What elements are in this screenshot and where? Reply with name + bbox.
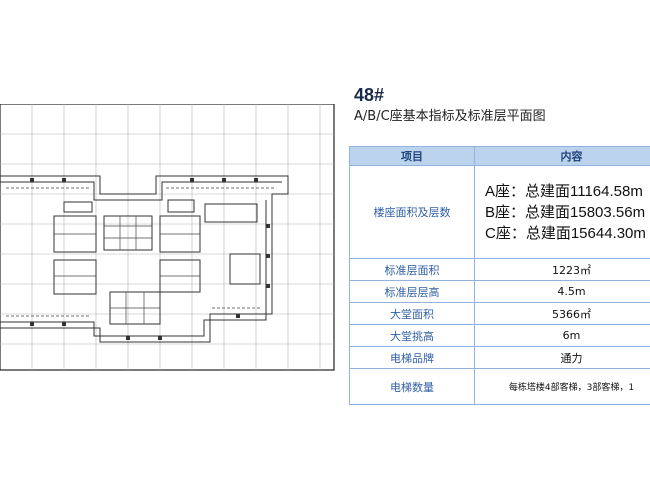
row-value: 1223㎡	[474, 258, 650, 281]
row-value: 通力	[474, 346, 650, 369]
row-value: 5366㎡	[474, 302, 650, 325]
area-values: A座：总建面11164.58m B座：总建面15803.56m C座：总建面15…	[474, 165, 650, 259]
row-label: 标准层面积	[349, 258, 475, 281]
table-row: 标准层层高 4.5m	[349, 280, 650, 303]
header-content: 内容	[474, 146, 650, 166]
row-value: 6m	[474, 324, 650, 347]
table-row: 电梯数量 每栋塔楼4部客梯，3部客梯，1	[349, 368, 650, 405]
table-row: 大堂面积 5366㎡	[349, 302, 650, 325]
row-value: 4.5m	[474, 280, 650, 303]
row-label: 电梯品牌	[349, 346, 475, 369]
area-line-a: A座：总建面11164.58m	[485, 182, 643, 200]
table-row: 楼座面积及层数 A座：总建面11164.58m B座：总建面15803.56m …	[349, 165, 650, 259]
area-line-c: C座：总建面15644.30m	[485, 224, 646, 242]
row-label: 大堂面积	[349, 302, 475, 325]
spec-table: 项目 内容 楼座面积及层数 A座：总建面11164.58m B座：总建面1580…	[349, 146, 650, 405]
row-label: 电梯数量	[349, 368, 475, 405]
row-label: 标准层层高	[349, 280, 475, 303]
table-row: 电梯品牌 通力	[349, 346, 650, 369]
row-label: 大堂挑高	[349, 324, 475, 347]
header-item: 项目	[349, 146, 475, 166]
area-line-b: B座：总建面15803.56m	[485, 203, 646, 221]
floor-plan-drawing	[0, 104, 336, 372]
page-subtitle: A/B/C座基本指标及标准层平面图	[354, 109, 546, 124]
row-label: 楼座面积及层数	[349, 165, 475, 259]
row-value: 每栋塔楼4部客梯，3部客梯，1	[474, 368, 650, 405]
table-header-row: 项目 内容	[349, 146, 650, 166]
table-row: 大堂挑高 6m	[349, 324, 650, 347]
table-row: 标准层面积 1223㎡	[349, 258, 650, 281]
page-heading: 48# A/B/C座基本指标及标准层平面图	[354, 84, 650, 126]
building-number: 48#	[354, 85, 385, 105]
